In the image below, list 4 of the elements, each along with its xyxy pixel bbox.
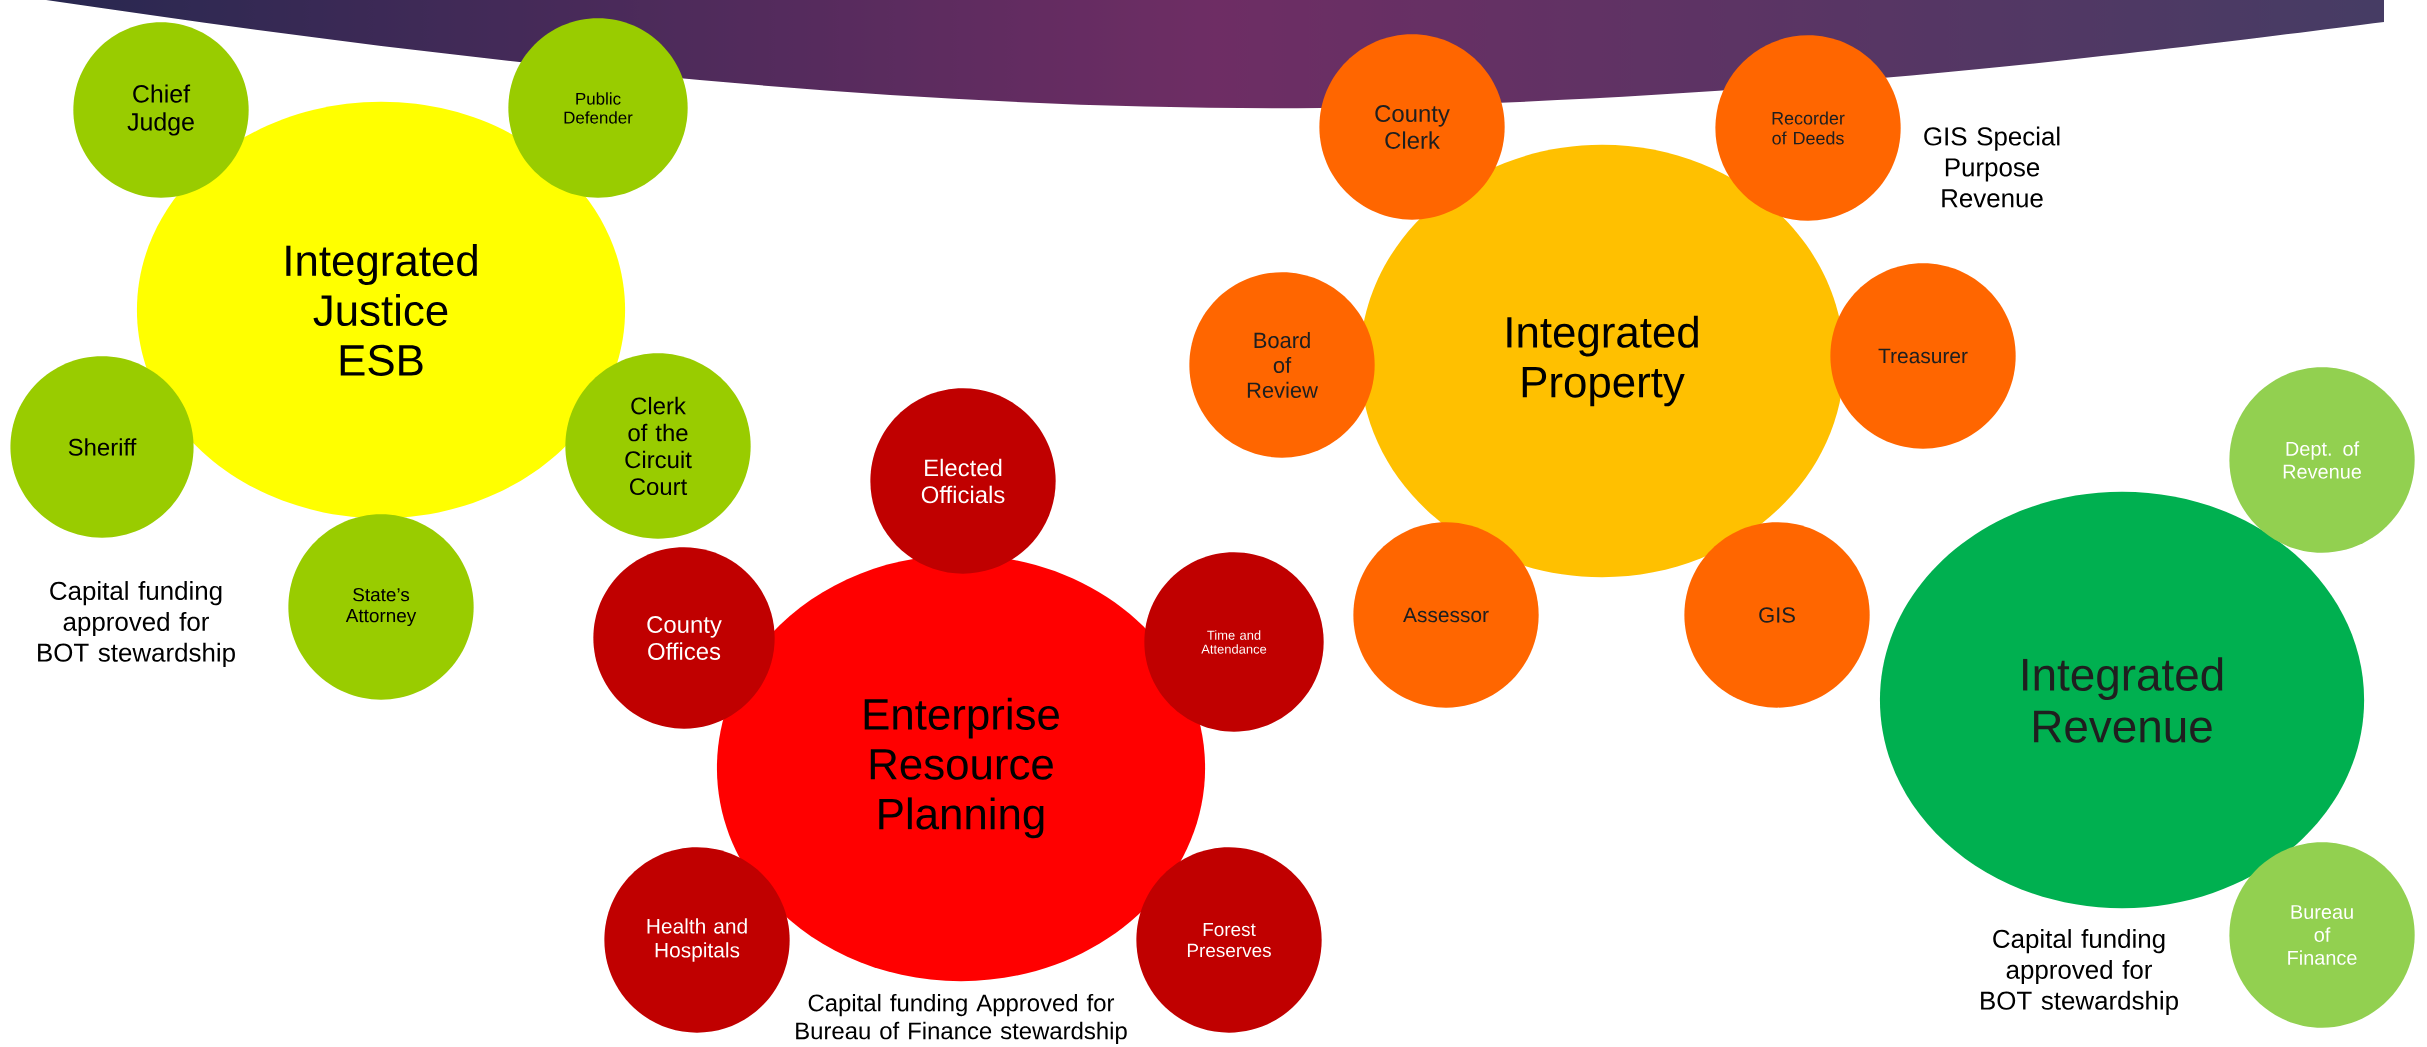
note-text: Capital funding approved for BOT stewardship bbox=[1981, 929, 2178, 1015]
note-text: GIS Special Purpose Revenue bbox=[1924, 126, 2060, 208]
note-text: Capital funding approved for BOT stewardship bbox=[38, 581, 235, 667]
note-text: Capital funding Approved for Bureau of Finance stewardship bbox=[796, 993, 1127, 1045]
